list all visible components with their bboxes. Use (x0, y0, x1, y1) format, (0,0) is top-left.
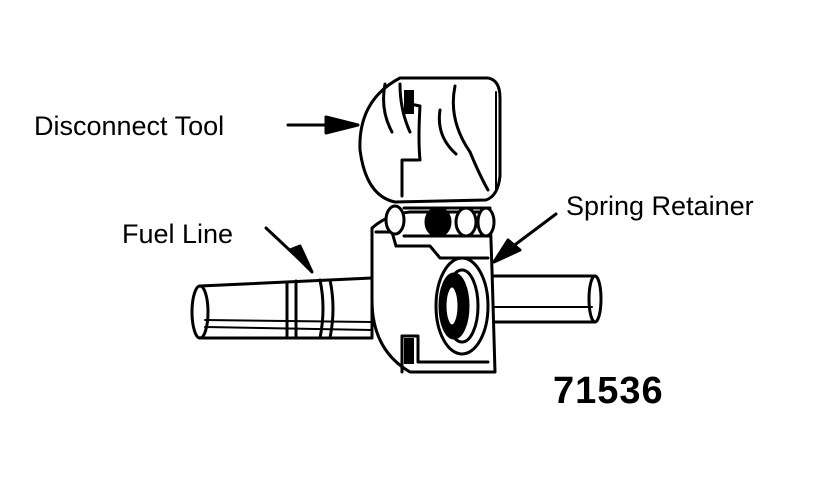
disconnect-tool-upper (358, 76, 502, 204)
label-fuel-line: Fuel Line (122, 219, 234, 249)
spring-retainer-arrow (492, 212, 558, 264)
tool-hinge (384, 204, 496, 238)
label-disconnect-tool: Disconnect Tool (34, 111, 225, 141)
fuel-line-arrow (264, 226, 314, 274)
figure-number: 71536 (553, 370, 664, 412)
disconnect-tool-arrow (286, 115, 360, 135)
label-spring-retainer: Spring Retainer (566, 191, 754, 221)
fuel-line-left (190, 276, 374, 340)
fuel-line-right (486, 274, 603, 324)
spring-retainer (434, 256, 490, 356)
